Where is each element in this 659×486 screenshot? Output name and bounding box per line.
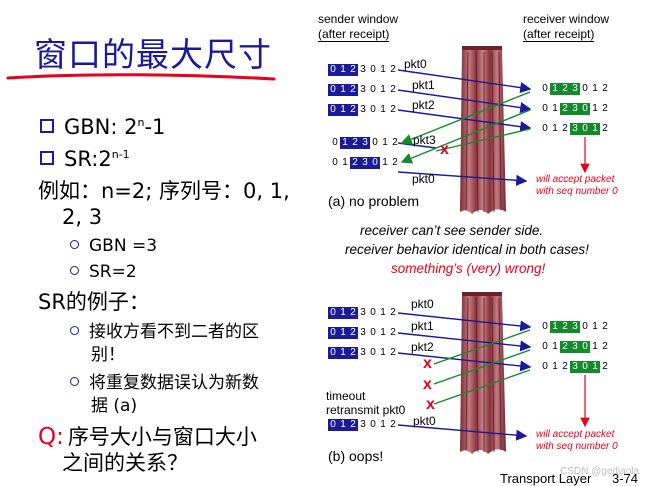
receiver-window-subtitle: (after receipt): [523, 27, 595, 42]
square-bullet-icon: [40, 151, 54, 165]
watermark: CSDN @gediaola: [560, 466, 640, 477]
example-item-sr: SR=2: [70, 264, 137, 281]
bullet-sr: SR:2n-1: [40, 149, 130, 170]
square-bullet-icon: [40, 119, 54, 133]
loss-x-icon: x: [426, 396, 435, 413]
loss-x-icon: x: [423, 355, 432, 372]
accept-note: will accept packet with seq number 0: [536, 429, 618, 452]
packet-label: pkt0: [412, 172, 435, 186]
middle-note-3: something’s (very) wrong!: [391, 261, 546, 276]
example-line-2: 2, 3: [62, 205, 103, 229]
packet-label: pkt1: [412, 78, 435, 92]
example-line-1: 例如：n=2; 序列号：0, 1,: [38, 179, 290, 203]
middle-note-2: receiver behavior identical in both case…: [345, 242, 589, 257]
bullet-gbn: GBN: 2n-1: [40, 117, 165, 138]
question-line-2: 之间的关系？: [62, 451, 188, 475]
accept-note: will accept packet with seq number 0: [536, 174, 618, 197]
sr-item-1: 接收方看不到二者的区: [70, 324, 259, 341]
page-number: 3-74: [612, 471, 639, 486]
footer-label: Transport Layer: [500, 471, 592, 486]
retransmit-label: retransmit pkt0: [326, 403, 406, 417]
middle-note-1: receiver can’t see sender side.: [360, 223, 544, 238]
question-line-1: Q:序号大小与窗口大小: [38, 424, 257, 450]
loss-x-icon: x: [440, 141, 449, 158]
slide-title: 窗口的最大尺寸: [34, 35, 272, 74]
caption-a: (a) no problem: [328, 193, 420, 209]
packet-label: pkt0: [411, 297, 434, 311]
circle-bullet-icon: [70, 265, 79, 275]
packet-label: pkt2: [411, 340, 434, 354]
sender-window-title: sender window: [318, 12, 399, 26]
curtain-b: [460, 292, 506, 454]
sr-item-2: 将重复数据误认为新数: [70, 375, 259, 392]
sender-window-subtitle: (after receipt): [318, 27, 390, 42]
receiver-window-title: receiver window: [523, 12, 610, 26]
curtain-a: [460, 46, 506, 214]
title-underline: [6, 73, 276, 81]
caption-b: (b) oops!: [328, 448, 384, 464]
packet-label: pkt2: [412, 98, 435, 112]
sr-item-2-cont: 据 (a): [91, 396, 138, 416]
packet-label: pkt1: [411, 319, 434, 333]
packet-label: pkt3: [413, 133, 436, 147]
packet-label: pkt0: [413, 414, 436, 428]
circle-bullet-icon: [70, 239, 79, 249]
timeout-label: timeout: [326, 389, 366, 403]
sr-item-1-cont: 别！: [91, 345, 125, 365]
example-item-gbn: GBN =3: [70, 238, 157, 255]
circle-bullet-icon: [70, 325, 79, 335]
sr-example-title: SR的例子：: [38, 290, 150, 314]
loss-x-icon: x: [423, 376, 432, 393]
packet-label: pkt0: [404, 57, 427, 71]
circle-bullet-icon: [70, 376, 79, 386]
